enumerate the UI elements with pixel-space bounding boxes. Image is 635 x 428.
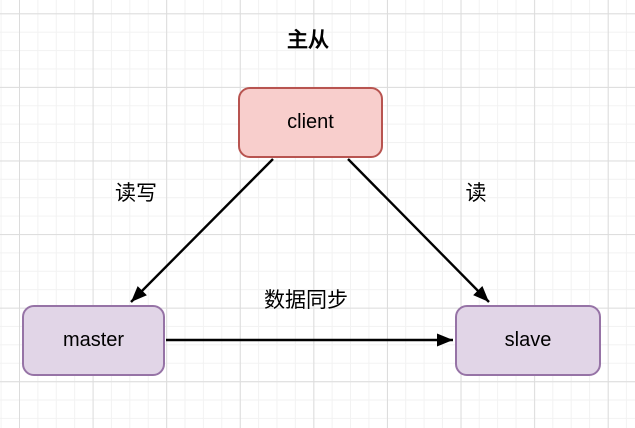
node-client-label: client [287,111,334,133]
diagram-title[interactable]: 主从 [287,29,329,52]
edge-client-to-slave[interactable] [347,158,490,303]
edge-client-to-master[interactable] [130,158,274,303]
edge-label-read-write[interactable]: 读写 [115,182,157,205]
node-slave-label: slave [504,329,552,351]
node-client[interactable]: client [238,87,383,158]
edge-label-read[interactable]: 读 [465,182,487,205]
edge-label-sync[interactable]: 数据同步 [264,289,348,312]
node-slave[interactable]: slave [455,305,601,376]
node-master[interactable]: master [22,305,165,376]
node-master-label: master [62,329,125,351]
